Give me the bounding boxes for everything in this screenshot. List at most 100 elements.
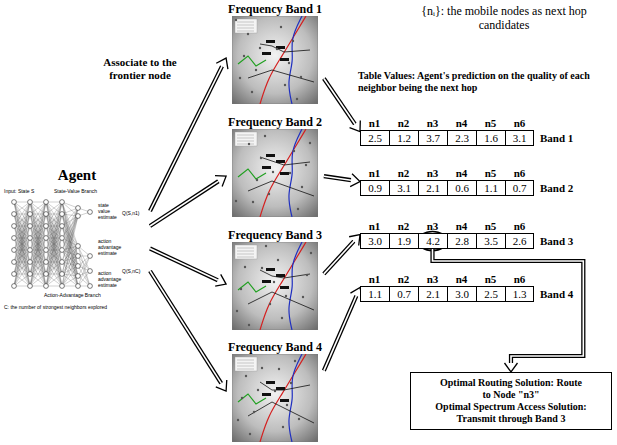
arrow-head-fill [215, 176, 226, 187]
edge-label: Associate to the frontier node [84, 56, 196, 82]
neuron [12, 224, 17, 229]
table-header: n4 [447, 117, 476, 130]
red-trajectory [260, 129, 306, 217]
arrow-head-fill [215, 274, 226, 286]
nn-link [14, 202, 30, 214]
value-table: n1n2n3n4n5n63.01.94.22.83.52.6Band 3 [360, 220, 534, 249]
map-legend-line [237, 31, 254, 32]
map-node-dot [309, 142, 311, 144]
map-node-dot [300, 76, 302, 78]
neuron [88, 269, 93, 274]
map-legend-line [237, 28, 254, 29]
band-map-image [232, 242, 318, 330]
neuron [12, 236, 17, 241]
nn-link [46, 202, 62, 214]
nn-link [14, 202, 30, 238]
neuron [28, 200, 33, 205]
neuron [88, 254, 93, 259]
neuron [28, 272, 33, 277]
selection-circle [418, 232, 447, 251]
label-holder: C: the number of strongest neighbors exp… [4, 304, 150, 310]
map-node-dot [277, 259, 279, 261]
neuron [12, 284, 17, 289]
solution-text: Optimal Spectrum Access Solution: Transm… [415, 401, 607, 425]
map-legend-line [237, 257, 254, 258]
table-value: 2.8 [447, 233, 476, 249]
nn-link [78, 271, 90, 286]
label-holder: Q(S,nC) [122, 268, 148, 274]
nn-link [46, 202, 62, 238]
black-route [260, 270, 310, 278]
table-value: 2.3 [447, 130, 476, 146]
mark-layer [418, 232, 447, 251]
label-holder: Q(S,n1) [122, 210, 148, 216]
edge-label-holder: Associate to the frontier node [84, 56, 196, 82]
map-node-dot [248, 324, 250, 326]
map-ground [232, 354, 318, 442]
map-node-dot [236, 310, 238, 312]
nn-link [14, 250, 30, 286]
double-arrow [150, 249, 226, 287]
map-ground [232, 242, 318, 330]
table-value: 0.7 [505, 180, 534, 196]
map-node-dot [289, 172, 291, 174]
table-header: n5 [476, 167, 505, 180]
black-route [248, 292, 314, 310]
map-node-dot [293, 150, 295, 152]
edge-layer [150, 58, 583, 391]
map-tag [266, 154, 275, 157]
table-header: n2 [389, 167, 418, 180]
map-node-dot [284, 84, 286, 86]
nn-label: C: the number of strongest neighbors exp… [4, 304, 150, 310]
nn-link [30, 250, 46, 286]
map-node-dot [239, 77, 241, 79]
neuron [44, 272, 49, 277]
table-header-row: n1n2n3n4n5n6 [360, 273, 534, 286]
map-tag [262, 393, 271, 396]
map-legend-line [237, 360, 254, 361]
map-tag [280, 399, 289, 402]
map-node-dot [278, 368, 280, 370]
map-tag [262, 280, 271, 283]
map-tag [266, 268, 275, 271]
neuron [88, 284, 93, 289]
neuron [60, 248, 65, 253]
nn-link [30, 202, 46, 214]
arrow-head-fill [350, 174, 360, 187]
neuron [28, 284, 33, 289]
nn-link [46, 250, 62, 286]
neuron [60, 260, 65, 265]
neuron [44, 200, 49, 205]
map-legend-line [237, 363, 254, 364]
nn-link [30, 250, 46, 286]
band-label: Band 2 [540, 180, 573, 196]
green-route [238, 282, 266, 292]
neuron [28, 236, 33, 241]
table-value: 3.0 [447, 286, 476, 302]
table-header: n4 [447, 167, 476, 180]
band-title: Frequency Band 3 [226, 228, 324, 242]
blue-trajectory [289, 129, 302, 217]
double-shaft-inner [324, 296, 357, 371]
map-legend-box [235, 132, 257, 146]
map-tag [280, 172, 289, 175]
map-legend-box [235, 245, 257, 259]
map-node-dot [248, 143, 250, 145]
map-node-dot [247, 33, 249, 35]
map-legend-line [237, 22, 254, 23]
double-shaft-inner [150, 66, 222, 211]
band-map: Frequency Band 1 [226, 2, 324, 104]
map-tag [276, 387, 285, 390]
green-route [238, 56, 266, 66]
map-node-dot [257, 389, 259, 391]
label-holder: Table Values: Agent's prediction on the … [358, 70, 592, 94]
table-value: 2.6 [505, 233, 534, 249]
table-value: 0.7 [389, 286, 418, 302]
table-header: n3 [418, 220, 447, 233]
nn-link [14, 274, 30, 286]
nn-figure [4, 186, 150, 308]
agent-title: Agent [4, 166, 150, 184]
label-holder: action advantage estimate [98, 238, 120, 256]
neuron [44, 248, 49, 253]
